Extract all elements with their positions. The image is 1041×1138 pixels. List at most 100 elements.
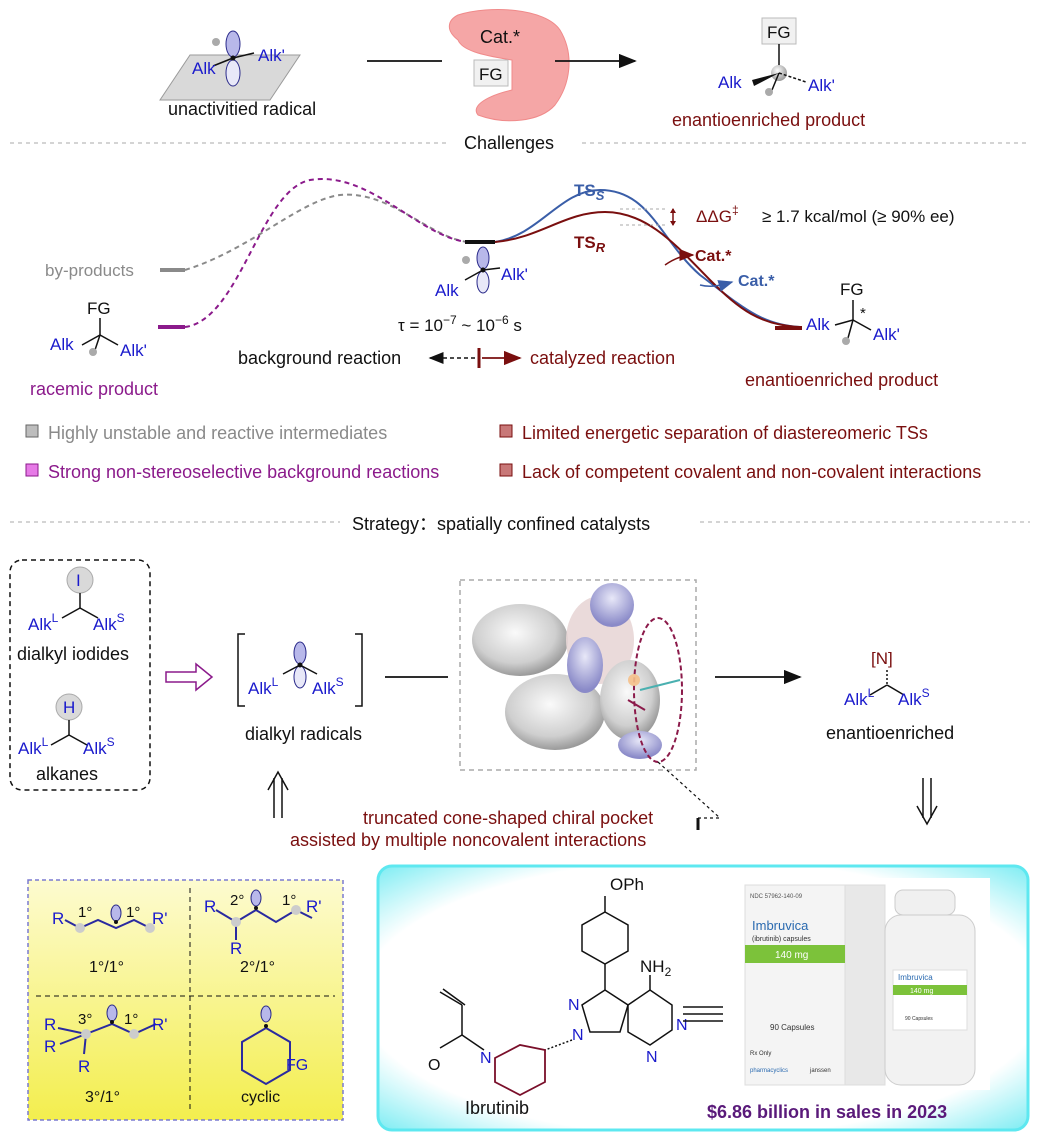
sales-label: $6.86 billion in sales in 2023 <box>707 1102 947 1122</box>
open-arrow-right <box>165 662 214 692</box>
bullet-text-2: Limited energetic separation of diastere… <box>522 423 928 443</box>
ts-s-curve <box>494 188 801 328</box>
product-alk-prime: Alk' <box>808 76 835 95</box>
racemic-curve <box>184 178 469 328</box>
svg-text:pharmacyclics: pharmacyclics <box>750 1068 788 1074</box>
racemic-product: FG Alk Alk' racemic product <box>30 299 158 399</box>
svg-text:FG: FG <box>286 1057 308 1074</box>
svg-text:N: N <box>480 1050 492 1067</box>
bullet-marker-2 <box>499 424 513 438</box>
svg-text:R: R <box>44 1037 56 1056</box>
svg-text:AlkS: AlkS <box>312 675 344 698</box>
background-label: background reaction <box>238 348 401 368</box>
double-arrow-up <box>267 770 289 818</box>
product-fg: FG <box>767 23 791 42</box>
p-orbital-lower <box>225 59 241 87</box>
lifetime-label: τ = 10−7 ~ 10−6 s <box>398 313 522 335</box>
svg-text:janssen: janssen <box>809 1068 831 1074</box>
unactivated-radical-group: Alk Alk' unactivitied radical <box>159 30 316 119</box>
svg-text:N: N <box>646 1049 658 1066</box>
svg-text:FG: FG <box>840 280 864 299</box>
svg-text:AlkS: AlkS <box>898 686 930 709</box>
svg-text:[N]: [N] <box>871 649 893 668</box>
svg-text:AlkL: AlkL <box>248 675 279 698</box>
svg-text:140 mg: 140 mg <box>775 950 808 961</box>
svg-text:(ibrutinib) capsules: (ibrutinib) capsules <box>752 936 811 943</box>
catalyst-shape: Cat.* FG <box>448 9 570 122</box>
top-product: FG Alk Alk' enantioenriched product <box>672 17 865 130</box>
svg-text:Alk': Alk' <box>501 265 528 284</box>
intermediate-radical: Alk Alk' <box>435 246 528 300</box>
svg-text:I: I <box>76 571 81 590</box>
svg-text:N: N <box>572 1027 584 1044</box>
scope-cyclic: FG cyclic <box>241 1005 308 1106</box>
svg-text:90 Capsules: 90 Capsules <box>770 1023 814 1032</box>
svg-text:Alk: Alk <box>435 281 459 300</box>
dialkyl-radical: AlkL AlkS dialkyl radicals <box>237 633 363 744</box>
strategy-product: [N] AlkL AlkS enantioenriched <box>826 649 954 743</box>
catalyst-pocket-model <box>459 579 721 819</box>
ts-r-curve <box>494 210 801 328</box>
cat-s-label: Cat.* <box>738 273 775 290</box>
cat-r-arrow <box>664 249 695 266</box>
svg-text:Rx Only: Rx Only <box>750 1051 771 1057</box>
challenge-bullets: Highly unstable and reactive intermediat… <box>25 423 981 482</box>
svg-text:AlkL: AlkL <box>844 686 875 709</box>
scope-3-1: R R R R' 3° 1° 3°/1° <box>44 1004 168 1106</box>
ts-s-label: TSS <box>574 181 605 203</box>
bullet-marker-4 <box>499 463 513 477</box>
bullet-marker-1 <box>25 424 39 438</box>
pocket-leader <box>657 761 721 819</box>
svg-text:1°: 1° <box>78 904 92 921</box>
iodide-substrate: I AlkL AlkS dialkyl iodides <box>17 566 129 664</box>
fg-box <box>473 59 509 87</box>
svg-text:Alk: Alk <box>50 335 74 354</box>
svg-text:N: N <box>568 997 580 1014</box>
svg-text:R: R <box>78 1057 90 1076</box>
label-cyclic: cyclic <box>241 1089 280 1106</box>
svg-text:90 Capsules: 90 Capsules <box>905 1016 933 1022</box>
alkane-substrate: H AlkL AlkS alkanes <box>18 693 115 784</box>
svg-text:Alk: Alk <box>806 315 830 334</box>
substrate-box <box>9 559 151 791</box>
svg-text:R': R' <box>152 1015 168 1034</box>
double-arrow-down <box>916 778 938 826</box>
racemic-label: racemic product <box>30 379 158 399</box>
svg-text:3°: 3° <box>78 1011 92 1028</box>
strategy-title: Strategy：spatially confined catalysts <box>352 514 650 534</box>
byproducts-label: by-products <box>45 261 134 280</box>
byproducts-curve <box>184 193 469 271</box>
radical-caption: unactivitied radical <box>168 99 316 119</box>
radicals-label: dialkyl radicals <box>245 724 362 744</box>
svg-text:AlkS: AlkS <box>83 735 115 758</box>
svg-text:1°: 1° <box>126 904 140 921</box>
bullet-text-4: Lack of competent covalent and non-coval… <box>522 462 981 482</box>
ts-r-label: TSR <box>574 233 606 255</box>
alk-prime-label: Alk' <box>258 46 285 65</box>
pocket-caption-2: assisted by multiple noncovalent interac… <box>290 830 646 850</box>
svg-text:AlkL: AlkL <box>18 735 49 758</box>
scope-2-1: R R R' 2° 1° 2°/1° <box>204 889 322 976</box>
svg-text:2°: 2° <box>230 892 244 909</box>
bullet-text-3: Strong non-stereoselective background re… <box>48 462 439 482</box>
bullet-marker-3 <box>25 463 39 477</box>
svg-text:R: R <box>230 939 242 958</box>
svg-text:Alk': Alk' <box>120 341 147 360</box>
ddg-label: ΔΔG‡ <box>696 203 739 226</box>
svg-text:O: O <box>428 1057 440 1074</box>
svg-text:Imbruvica: Imbruvica <box>898 973 933 982</box>
svg-text:R: R <box>204 897 216 916</box>
catalyzed-label: catalyzed reaction <box>530 348 675 368</box>
svg-text:AlkS: AlkS <box>93 611 125 634</box>
svg-text:R': R' <box>152 909 168 928</box>
top-product-caption: enantioenriched product <box>672 110 865 130</box>
drug-package-photo: NDC 57962-140-09 Imbruvica (ibrutinib) c… <box>740 878 990 1090</box>
svg-text:R: R <box>44 1015 56 1034</box>
cat-r-label: Cat.* <box>695 248 732 265</box>
svg-text:FG: FG <box>87 299 111 318</box>
label-1-1: 1°/1° <box>89 959 124 976</box>
svg-text:Imbruvica: Imbruvica <box>752 918 809 933</box>
svg-text:*: * <box>860 305 866 322</box>
fg-label: FG <box>479 65 503 84</box>
